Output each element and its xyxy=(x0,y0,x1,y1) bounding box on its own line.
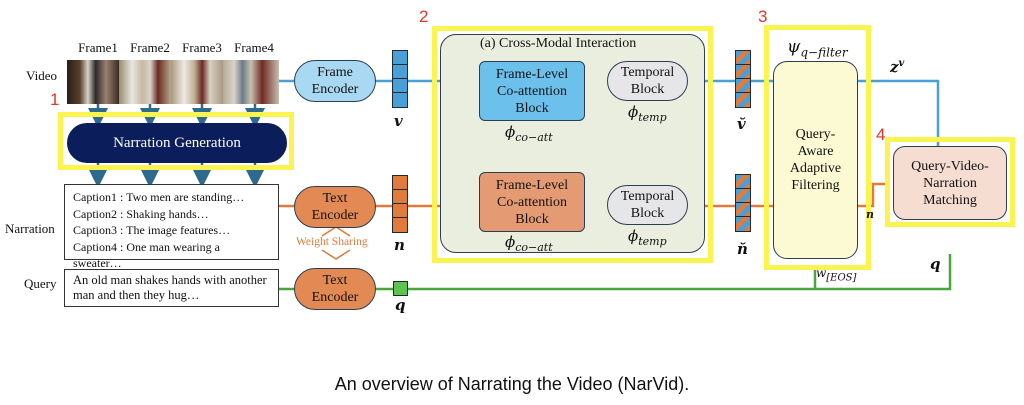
frame-encoder: Frame Encoder xyxy=(294,60,376,102)
weight-sharing-label: Weight Sharing xyxy=(296,236,368,248)
output-label-q: q xyxy=(930,255,941,273)
section-number-2: 2 xyxy=(419,7,429,26)
caption-3: Caption3 : The image features… xyxy=(73,223,231,237)
temporal-symbol-top: ϕtemp xyxy=(628,103,667,124)
figure-caption: An overview of Narrating the Video (NarV… xyxy=(334,374,690,394)
caption-4: Caption4 : One man wearing a sweater… xyxy=(73,239,220,271)
narration-generation-block: Narration Generation xyxy=(67,123,287,163)
w-symbol: w xyxy=(816,266,827,280)
phi-subscript: co−att xyxy=(515,241,553,254)
narration-refined-vector xyxy=(735,174,751,232)
output-label-zn: n xyxy=(866,208,874,221)
frame-encoder-label: Frame Encoder xyxy=(311,65,359,97)
caption-2: Caption2 : Shaking hands… xyxy=(73,206,209,221)
coattention-block-video: Frame-Level Co-attention Block xyxy=(479,61,585,121)
video-frame-3 xyxy=(171,60,223,104)
query-feature-vector xyxy=(393,281,408,296)
narration-feature-vector xyxy=(392,175,408,233)
temporal-block-video-label: Temporal Block xyxy=(620,65,675,97)
highlight-box-1 xyxy=(58,112,294,170)
query-text: An old man shakes hands with another man… xyxy=(73,273,267,302)
vector-label-v-tilde: v̆ xyxy=(737,115,746,133)
video-frame-4 xyxy=(223,60,279,104)
phi-symbol: ϕ xyxy=(628,227,639,245)
text-encoder-narration: Text Encoder xyxy=(294,186,376,228)
query-line xyxy=(278,254,952,291)
matching-label: Query-Video-Narration Matching xyxy=(911,158,989,208)
zn-superscript: n xyxy=(866,208,874,221)
query-aware-filtering-block: Query-Aware Adaptive Filtering xyxy=(773,61,858,259)
temporal-block-narration-label: Temporal Block xyxy=(620,189,675,221)
phi-symbol: ϕ xyxy=(505,123,516,141)
phi-subscript: temp xyxy=(638,235,667,248)
frame-label-2: Frame2 xyxy=(130,40,170,55)
section-number-3: 3 xyxy=(758,7,768,26)
narration-captions-box: Caption1 : Two men are standing… Caption… xyxy=(64,184,279,270)
coattention-block-video-label: Frame-Level Co-attention Block xyxy=(495,66,569,116)
temporal-symbol-bottom: ϕtemp xyxy=(628,227,667,248)
video-refined-vector xyxy=(735,50,751,108)
section-number-4: 4 xyxy=(876,125,886,144)
z-superscript: v xyxy=(898,58,905,69)
phi-symbol: ϕ xyxy=(628,103,639,121)
section-number-1: 1 xyxy=(50,90,60,109)
vector-label-q: q xyxy=(395,296,406,314)
psi-subscript: q−filter xyxy=(800,45,848,60)
coattention-block-narration-label: Frame-Level Co-attention Block xyxy=(495,177,569,227)
text-encoder-narration-label: Text Encoder xyxy=(311,191,359,223)
temporal-block-narration: Temporal Block xyxy=(607,185,688,225)
highlight-box-2 xyxy=(432,26,713,263)
caption-1: Caption1 : Two men are standing… xyxy=(73,190,245,204)
row-label-query: Query xyxy=(24,276,57,291)
vector-label-n-tilde: n̆ xyxy=(737,240,748,258)
vector-label-v: v xyxy=(394,112,403,130)
narration-generation-label: Narration Generation xyxy=(113,134,241,151)
temporal-block-video: Temporal Block xyxy=(607,61,688,101)
z-symbol: z xyxy=(890,58,899,76)
eos-token-label: w[EOS] xyxy=(816,266,856,283)
cross-modal-title: (a) Cross-Modal Interaction xyxy=(480,36,637,51)
w-subscript: [EOS] xyxy=(826,272,857,284)
highlight-box-3 xyxy=(764,25,871,270)
highlight-box-4 xyxy=(885,137,1015,227)
video-feature-vector xyxy=(392,50,408,108)
text-encoder-query: Text Encoder xyxy=(294,268,376,310)
phi-subscript: temp xyxy=(638,111,667,124)
video-frame-2 xyxy=(119,60,171,104)
psi-symbol: ψ xyxy=(787,37,801,57)
phi-subscript: co−att xyxy=(515,131,553,144)
coattention-symbol-top: ϕco−att xyxy=(505,123,553,144)
row-label-narration: Narration xyxy=(5,221,55,236)
vector-label-n: n xyxy=(394,236,405,254)
phi-symbol: ϕ xyxy=(505,233,516,251)
coattention-symbol-bottom: ϕco−att xyxy=(505,233,553,254)
frame-label-3: Frame3 xyxy=(182,40,222,55)
video-frame-1 xyxy=(67,60,119,104)
query-aware-filtering-label: Query-Aware Adaptive Filtering xyxy=(789,127,842,193)
filter-symbol: ψq−filter xyxy=(787,37,848,59)
frame-label-1: Frame1 xyxy=(78,40,118,55)
frame-label-4: Frame4 xyxy=(234,40,274,55)
query-video-narration-matching-block: Query-Video-Narration Matching xyxy=(893,146,1007,220)
row-label-video: Video xyxy=(26,68,57,83)
output-label-zv: zv xyxy=(890,58,904,76)
coattention-block-narration: Frame-Level Co-attention Block xyxy=(479,172,585,232)
query-text-box: An old man shakes hands with another man… xyxy=(64,269,279,307)
text-encoder-query-label: Text Encoder xyxy=(311,273,359,305)
